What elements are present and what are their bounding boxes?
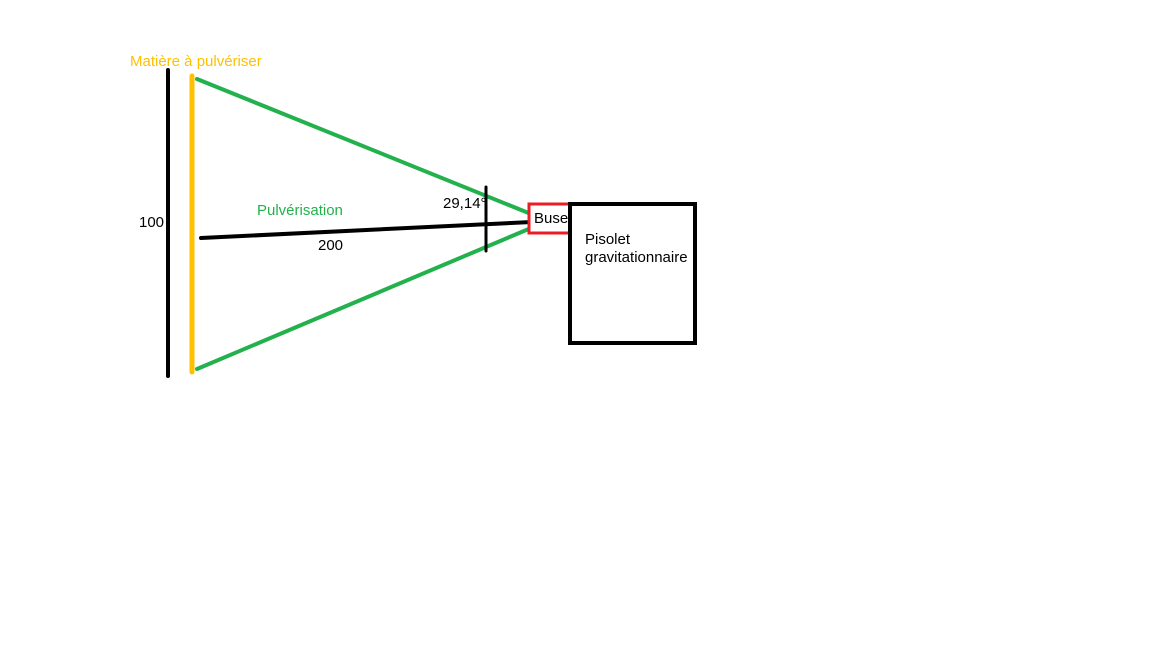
nozzle-label: Buse xyxy=(534,210,569,227)
material-label: Matière à pulvériser xyxy=(130,53,262,70)
spray-label: Pulvérisation xyxy=(257,202,343,219)
spray-gun-label: Pisolet gravitationnaire xyxy=(585,231,688,266)
height-dimension-label: 100 xyxy=(139,214,165,231)
spray-cone-bottom-line xyxy=(195,226,533,371)
nozzle-box xyxy=(527,202,572,235)
angle-label: 29,14° xyxy=(443,195,487,212)
distance-dimension-label: 200 xyxy=(318,237,344,254)
distance-axis-line xyxy=(199,220,534,240)
spray-cone-top-line xyxy=(195,77,533,216)
spray-gun-box xyxy=(568,202,697,345)
